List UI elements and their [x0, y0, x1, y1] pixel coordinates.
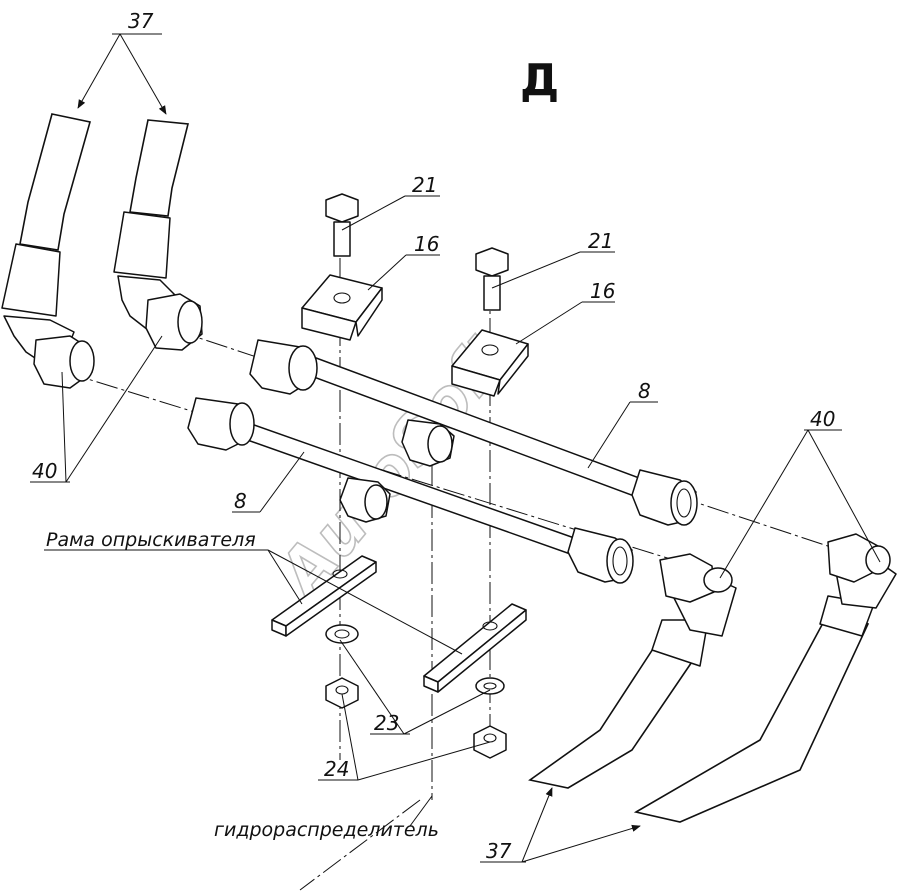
leaders: [30, 33, 881, 863]
caption-valve: гидрораспределитель: [214, 819, 439, 841]
tube-upper: [249, 339, 698, 526]
label-washer: 23: [374, 711, 399, 735]
label-hose-bottom: 37: [486, 839, 512, 863]
view-label: Д: [520, 55, 559, 106]
bolt-right: [475, 247, 509, 311]
hose-bottom-right-1: [528, 553, 737, 789]
label-union-right: 40: [810, 407, 835, 431]
valve-fittings: [339, 419, 455, 523]
callouts: 37 40 21 16 21 16 8 8 40 23 24 37: [32, 9, 835, 863]
label-hose-top: 37: [128, 9, 154, 33]
label-bracket-2: 16: [590, 279, 615, 303]
hose-bottom-right-2: [633, 533, 897, 823]
tube-lower: [187, 397, 634, 584]
label-union-left: 40: [32, 459, 57, 483]
frame-plate-right: [423, 603, 527, 693]
frame-plate-left: [271, 555, 377, 637]
label-bolt-2: 21: [588, 229, 613, 253]
label-tube-1: 8: [638, 379, 651, 403]
label-bracket-1: 16: [414, 232, 439, 256]
hose-top-left-1: [1, 113, 95, 389]
caption-frame: Рама опрыскивателя: [46, 529, 256, 551]
label-nut: 24: [324, 757, 349, 781]
bracket-right: [451, 329, 529, 397]
hose-top-left-2: [113, 119, 203, 351]
bracket-left: [301, 274, 383, 341]
label-tube-2: 8: [234, 489, 247, 513]
washers: [325, 624, 505, 695]
bolt-left: [325, 193, 359, 257]
label-bolt-1: 21: [412, 173, 437, 197]
